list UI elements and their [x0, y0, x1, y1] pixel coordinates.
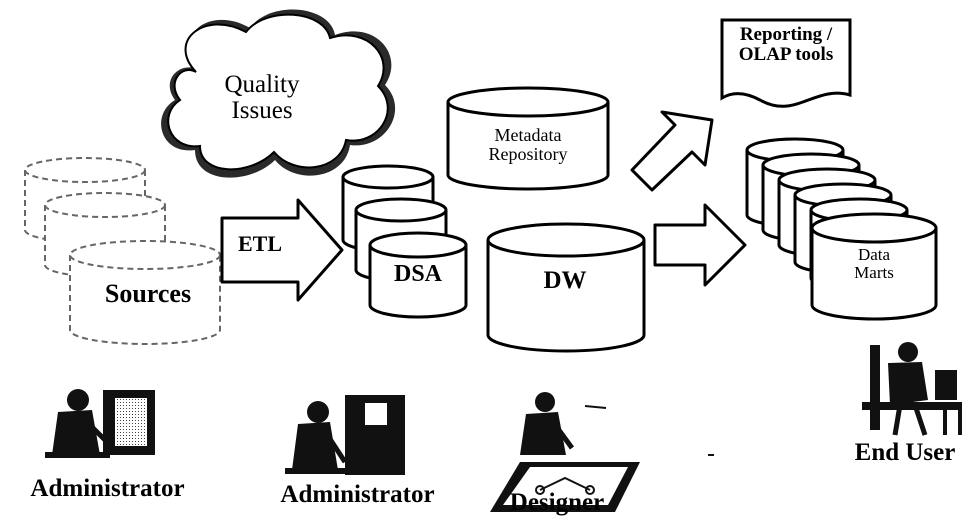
designer-label: Designer: [509, 489, 605, 516]
person-at-server-icon: [285, 395, 405, 475]
metadata-repository-label: Metadata Repository: [470, 126, 586, 164]
reporting-olap-label: Reporting / OLAP tools: [722, 25, 850, 65]
arrow-to-reporting: [630, 110, 714, 192]
administrator-left-label: Administrator: [30, 475, 185, 502]
reporting-line1: Reporting /: [739, 24, 833, 45]
quality-issues-label: Quality Issues: [202, 71, 322, 125]
dsa-label: DSA: [393, 261, 442, 287]
data-marts-line1: Data: [857, 245, 891, 264]
cloud-icon: [161, 9, 396, 178]
metadata-repository-database: [446, 86, 610, 191]
quality-label-line2: Issues: [231, 97, 293, 125]
sources-database-stack: [24, 157, 221, 345]
metadata-line2: Repository: [488, 143, 568, 164]
etl-arrow: [220, 198, 344, 302]
reporting-line2: OLAP tools: [738, 43, 834, 65]
administrator-center-label: Administrator: [280, 481, 435, 508]
dsa-database-stack: [341, 164, 468, 319]
arrow-to-data-marts: [653, 203, 747, 287]
person-at-server-icon: [45, 389, 155, 458]
dw-label: DW: [543, 267, 587, 294]
document-icon: [720, 18, 852, 108]
end-user-label: End User: [854, 439, 956, 466]
data-marts-label: Data Marts: [840, 246, 908, 282]
person-at-desk-icon: [862, 342, 962, 436]
data-marts-line2: Marts: [854, 262, 894, 282]
dw-database: [486, 222, 646, 353]
metadata-line1: Metadata: [494, 125, 562, 145]
etl-label: ETL: [237, 231, 283, 256]
data-marts-database-stack: [745, 137, 938, 321]
person-at-blueprint-icon: [490, 392, 714, 512]
quality-label-line1: Quality: [224, 71, 300, 98]
sources-label: Sources: [104, 279, 192, 308]
